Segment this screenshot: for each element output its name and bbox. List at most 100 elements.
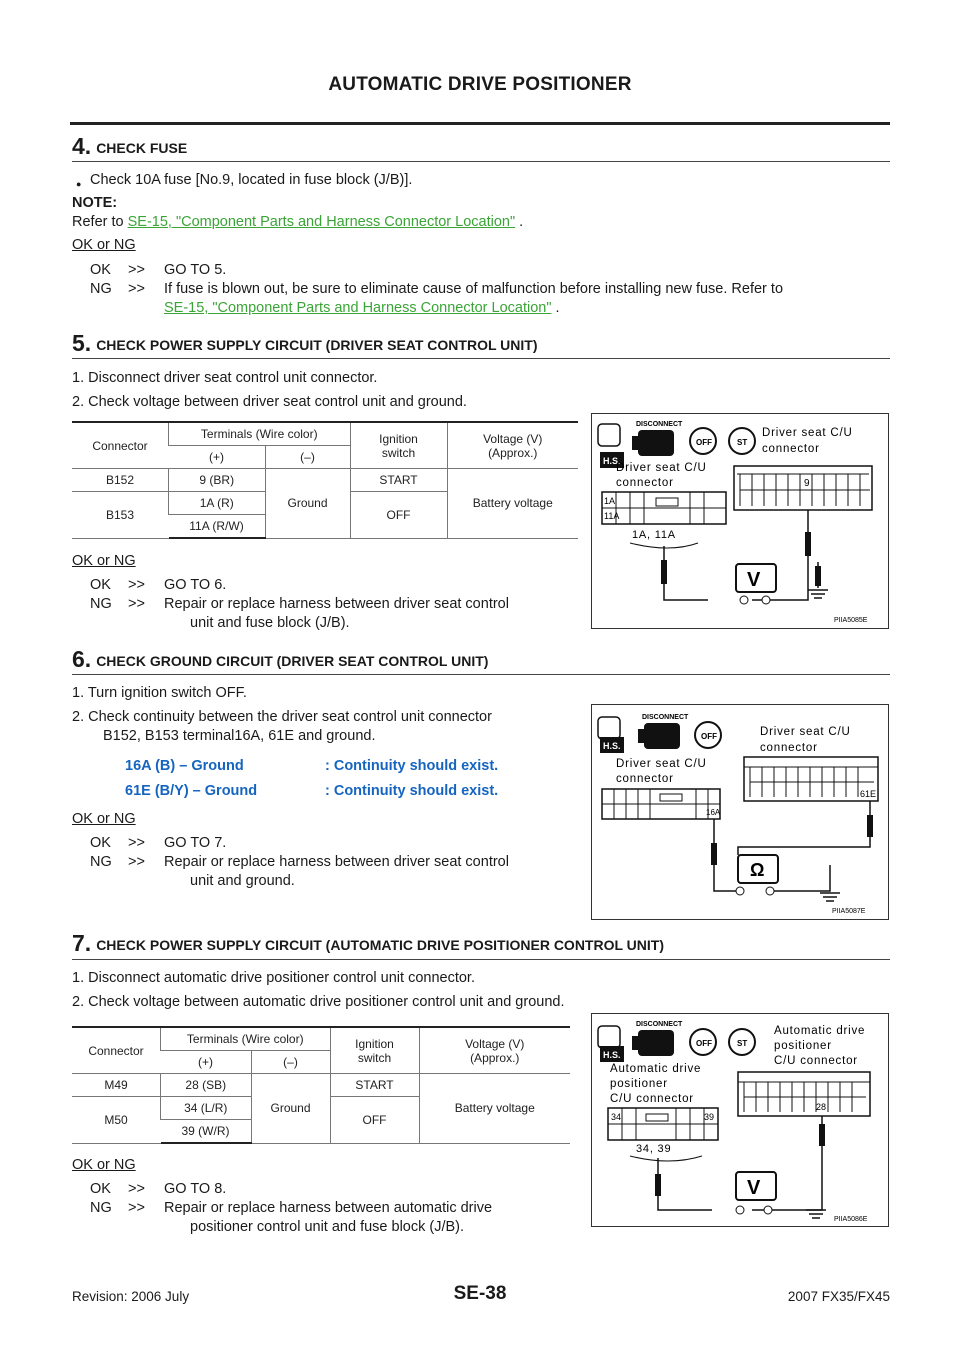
svg-text:OFF: OFF — [696, 438, 712, 447]
svg-text:28: 28 — [816, 1102, 826, 1112]
figure-code: PIIA5087E — [832, 908, 866, 915]
svg-text:61E: 61E — [860, 789, 876, 799]
figure-code: PIIA5085E — [834, 617, 868, 624]
hs-text: H.S. — [603, 456, 621, 466]
ok-or-ng-label: OK or NG — [72, 1157, 136, 1173]
continuity-row: 61E (B/Y) – Ground — [125, 783, 258, 799]
svg-text:connector: connector — [762, 443, 820, 455]
note-text: Refer to SE-15, "Component Parts and Har… — [72, 214, 524, 230]
ignition-off-icon — [694, 721, 722, 749]
diagram-continuity-check-driver-seat: H.S. DISCONNECT OFF Driver seat C/U conn… — [591, 704, 889, 920]
disconnect-label: DISCONNECT — [642, 714, 689, 721]
hand-icon — [597, 1025, 621, 1049]
step-4-bullet: Check 10A fuse [No.9, located in fuse bl… — [76, 171, 412, 194]
instruction-item: 2. Check continuity between the driver s… — [72, 709, 492, 725]
diagram-voltage-check-adp: H.S. DISCONNECT OFF ST Automatic drive p… — [591, 1013, 889, 1227]
svg-text:OFF: OFF — [696, 1039, 712, 1048]
svg-text:C/U connector: C/U connector — [774, 1055, 858, 1067]
header-rule — [70, 122, 890, 125]
ok-or-ng-label: OK or NG — [72, 237, 136, 253]
svg-text:H.S.: H.S. — [603, 1050, 621, 1060]
instruction-item: 2. Check voltage between automatic drive… — [72, 994, 565, 1010]
step-rule — [72, 161, 890, 162]
ignition-off-icon — [689, 427, 717, 455]
footer-model: 2007 FX35/FX45 — [787, 1289, 890, 1304]
svg-text:H.S.: H.S. — [603, 741, 621, 751]
step-7-heading: 7.CHECK POWER SUPPLY CIRCUIT (AUTOMATIC … — [72, 930, 664, 956]
connector-label: Automatic drive — [774, 1025, 865, 1037]
svg-text:positioner: positioner — [774, 1040, 832, 1052]
hand-icon — [597, 423, 621, 447]
instruction-item: 1. Disconnect automatic drive positioner… — [72, 970, 475, 986]
step-7-results: OK>>GO TO 8. NG>>Repair or replace harne… — [90, 1181, 493, 1235]
step-title: CHECK FUSE — [96, 140, 188, 156]
instruction-item: B152, B153 terminal16A, 61E and ground. — [103, 728, 376, 744]
figure-code: PIIA5086E — [834, 1216, 868, 1223]
instruction-item: 1. Turn ignition switch OFF. — [72, 685, 247, 701]
connector-label: Driver seat C/U — [616, 462, 707, 474]
ok-or-ng-label: OK or NG — [72, 811, 136, 827]
step-5-results: OK>>GO TO 6. NG>>Repair or replace harne… — [90, 577, 509, 631]
ground-symbol — [808, 589, 828, 599]
svg-text:positioner: positioner — [610, 1078, 668, 1090]
svg-text:11A: 11A — [604, 511, 619, 521]
footer-page-code: SE-38 — [453, 1283, 507, 1304]
svg-text:connector: connector — [616, 773, 674, 785]
svg-text:ST: ST — [737, 1039, 747, 1048]
disconnect-label: DISCONNECT — [636, 1021, 683, 1028]
ohmmeter-icon — [737, 854, 779, 884]
svg-text:ST: ST — [737, 438, 747, 447]
svg-text:connector: connector — [760, 742, 818, 754]
connector-label: Automatic drive — [610, 1063, 701, 1075]
voltage-table: Connector Terminals (Wire color) Ignitio… — [72, 1026, 570, 1144]
connector-b152 — [743, 756, 879, 802]
svg-text:OFF: OFF — [701, 732, 717, 741]
step-number: 4. — [72, 133, 92, 159]
step-5-heading: 5.CHECK POWER SUPPLY CIRCUIT (DRIVER SEA… — [72, 330, 538, 356]
note-label: NOTE: — [72, 195, 118, 211]
terminals-label: 34, 39 — [636, 1143, 671, 1155]
terminals-label: 1A, 11A — [632, 529, 676, 541]
svg-text:34: 34 — [611, 1112, 621, 1122]
voltage-table: Connector Terminals (Wire color) Ignitio… — [72, 421, 578, 539]
ignition-off-icon — [689, 1028, 717, 1056]
step-6-results: OK>>GO TO 7. NG>>Repair or replace harne… — [90, 835, 509, 889]
reference-link[interactable]: SE-15, "Component Parts and Harness Conn… — [127, 214, 516, 230]
connector-b152 — [733, 465, 873, 511]
step-rule — [72, 674, 890, 675]
svg-text:1A: 1A — [604, 496, 615, 506]
hs-badge — [600, 737, 624, 753]
svg-text:C/U connector: C/U connector — [610, 1093, 694, 1105]
disconnect-connector-icon — [638, 1030, 674, 1056]
disconnect-connector-icon — [644, 723, 680, 749]
step-rule — [72, 358, 890, 359]
connector-label: Driver seat C/U — [762, 427, 853, 439]
svg-text:9: 9 — [804, 478, 810, 489]
hs-badge — [600, 1046, 624, 1062]
svg-text:V: V — [747, 1177, 761, 1199]
step-rule — [72, 959, 890, 960]
svg-text:39: 39 — [704, 1112, 714, 1122]
continuity-result: : Continuity should exist. — [325, 783, 499, 799]
step-6-heading: 6.CHECK GROUND CIRCUIT (DRIVER SEAT CONT… — [72, 646, 489, 672]
diagram-voltage-check-driver-seat: H.S. DISCONNECT OFF ST Driver seat C/U c… — [591, 413, 889, 629]
page-title: AUTOMATIC DRIVE POSITIONER — [328, 74, 632, 95]
ignition-start-icon — [728, 1028, 756, 1056]
footer-revision: Revision: 2006 July — [72, 1289, 190, 1304]
ground-symbol — [806, 1209, 826, 1219]
continuity-result: : Continuity should exist. — [325, 758, 499, 774]
hand-icon — [597, 716, 621, 740]
instruction-item: 1. Disconnect driver seat control unit c… — [72, 370, 378, 386]
svg-text:16A: 16A — [706, 808, 721, 817]
svg-text:Ω: Ω — [750, 860, 764, 880]
ok-or-ng-label: OK or NG — [72, 553, 136, 569]
svg-text:V: V — [747, 569, 761, 591]
connector-label: Driver seat C/U — [760, 726, 851, 738]
ignition-start-icon — [728, 427, 756, 455]
disconnect-connector-icon — [638, 430, 674, 456]
continuity-row: 16A (B) – Ground — [125, 758, 244, 774]
reference-link[interactable]: SE-15, "Component Parts and Harness Conn… — [164, 300, 552, 316]
ground-symbol — [820, 892, 840, 902]
step-4-heading: 4.CHECK FUSE — [72, 133, 187, 160]
step-4-results: OK>>GO TO 5. NG>>If fuse is blown out, b… — [90, 262, 784, 316]
